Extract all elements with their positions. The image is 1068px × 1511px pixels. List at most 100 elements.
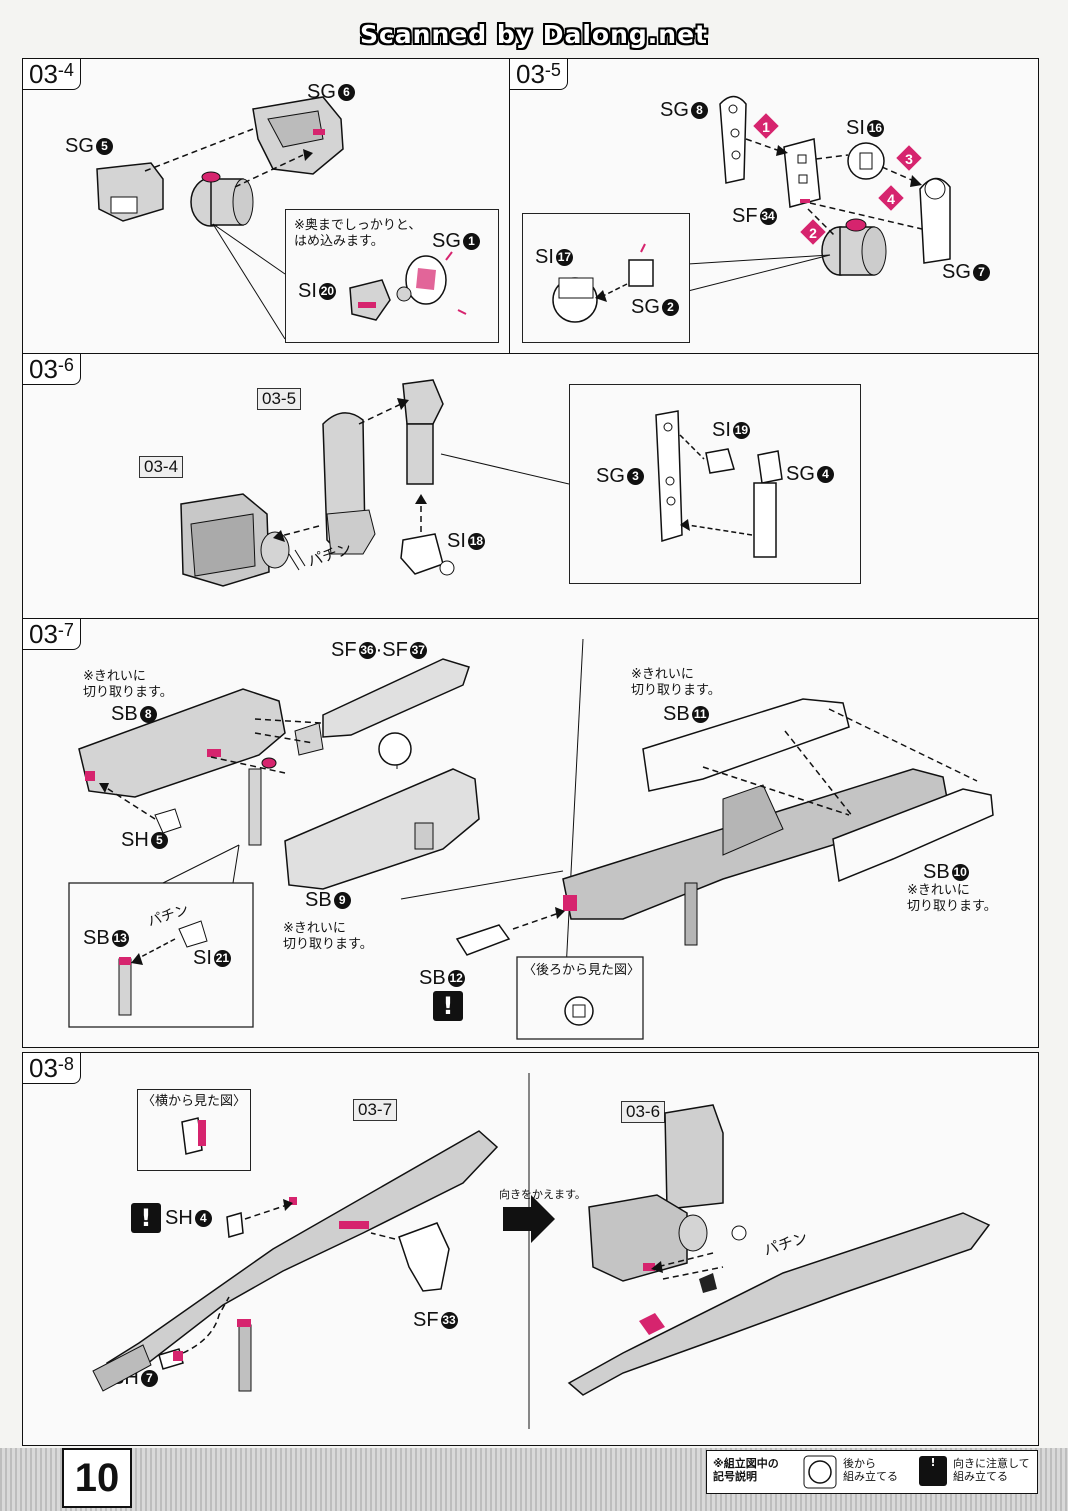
part-number: 20 bbox=[318, 283, 336, 301]
part-prefix: SI bbox=[298, 280, 317, 302]
part-number: 5 bbox=[95, 138, 113, 156]
order-number: 4 bbox=[887, 191, 895, 207]
part-prefix: SH bbox=[165, 1207, 193, 1229]
legend-back-text: 後から 組み立てる bbox=[843, 1457, 898, 1483]
part-prefix: SH bbox=[121, 829, 149, 851]
part-prefix: SB bbox=[923, 861, 950, 883]
step-label-03-6: 03-6 bbox=[23, 354, 81, 385]
legend-title: ※組立図中の 記号説明 bbox=[713, 1457, 779, 1483]
part-number: 18 bbox=[467, 533, 485, 551]
part-prefix: SG bbox=[942, 261, 971, 283]
part-number: 17 bbox=[555, 249, 573, 267]
caution-icon: ! bbox=[131, 1203, 161, 1233]
panel-step-03-5: 03-5 1 2 bbox=[509, 58, 1039, 354]
scan-credit: Scanned by Dalong.net bbox=[359, 20, 708, 49]
order-marker-3: 3 bbox=[896, 145, 922, 171]
step-sub: -7 bbox=[57, 620, 74, 640]
diagram-03-4 bbox=[96, 96, 344, 340]
part-number: 4 bbox=[194, 1210, 212, 1228]
step-label-03-7: 03-7 bbox=[23, 619, 81, 650]
part-number: 4 bbox=[816, 466, 834, 484]
step-sub: -4 bbox=[57, 60, 74, 80]
side-view-box: 〈横から見た図〉 bbox=[137, 1089, 251, 1171]
part-number: 37 bbox=[409, 642, 427, 660]
rear-view-caption: 〈後ろから見た図〉 bbox=[523, 963, 641, 978]
part-prefix: SG bbox=[596, 465, 625, 487]
part-number: 13 bbox=[111, 930, 129, 948]
part-number: 6 bbox=[337, 84, 355, 102]
part-prefix: SB bbox=[419, 967, 446, 989]
step-sub: -8 bbox=[57, 1054, 74, 1074]
part-prefix: SF bbox=[331, 639, 357, 661]
ref-step-03-6: 03-6 bbox=[621, 1101, 666, 1123]
side-view-caption: 〈横から見た図〉 bbox=[142, 1094, 247, 1109]
part-number: 2 bbox=[661, 299, 679, 317]
part-number: 11 bbox=[691, 706, 709, 724]
direction-caution-icon: ! bbox=[919, 1456, 947, 1486]
detail-diagram-03-6 bbox=[655, 410, 783, 558]
part-prefix: SI bbox=[846, 117, 865, 139]
step-main: 03 bbox=[516, 59, 545, 89]
part-number: 19 bbox=[732, 422, 750, 440]
part-prefix: SI bbox=[447, 530, 466, 552]
symbol-legend: ※組立図中の 記号説明 後から 組み立てる ! 向きに注意して 組み立てる bbox=[706, 1450, 1038, 1494]
part-prefix: SG bbox=[631, 296, 660, 318]
step-sub: -6 bbox=[57, 355, 74, 375]
part-prefix: SI bbox=[193, 947, 212, 969]
part-prefix: SF bbox=[413, 1309, 439, 1331]
caution-icon: ! bbox=[433, 991, 463, 1021]
ref-step-03-4: 03-4 bbox=[139, 456, 184, 478]
part-number: 10 bbox=[951, 864, 969, 882]
note-cut-sb9: ※きれいに 切り取ります。 bbox=[283, 921, 373, 952]
diagram-03-8 bbox=[92, 1073, 991, 1429]
part-number: 33 bbox=[440, 1312, 458, 1330]
step-label-03-8: 03-8 bbox=[23, 1053, 81, 1084]
part-prefix: SF bbox=[732, 205, 758, 227]
diagram-03-5: 1 2 3 4 bbox=[687, 95, 951, 292]
order-marker-2: 2 bbox=[800, 219, 826, 245]
step-sub: -5 bbox=[544, 60, 561, 80]
note-cut-sb11: ※きれいに 切り取ります。 bbox=[631, 667, 721, 698]
part-prefix: SB bbox=[83, 927, 110, 949]
ref-step-03-5: 03-5 bbox=[257, 388, 302, 410]
part-number: 8 bbox=[690, 102, 708, 120]
diagram-03-7 bbox=[68, 638, 994, 1040]
part-number: 1 bbox=[462, 233, 480, 251]
back-assemble-icon bbox=[803, 1455, 837, 1489]
part-prefix: SB bbox=[305, 889, 332, 911]
order-number: 1 bbox=[762, 119, 770, 135]
step-main: 03 bbox=[29, 619, 58, 649]
step-label-03-4: 03-4 bbox=[23, 59, 81, 90]
part-prefix: SG bbox=[65, 135, 94, 157]
order-number: 3 bbox=[905, 151, 913, 167]
step-main: 03 bbox=[29, 59, 58, 89]
part-prefix: SG bbox=[432, 230, 461, 252]
step-main: 03 bbox=[29, 354, 58, 384]
part-prefix: SB bbox=[663, 703, 690, 725]
step-main: 03 bbox=[29, 1053, 58, 1083]
part-prefix: SF bbox=[382, 639, 408, 661]
side-view-diagram bbox=[181, 1117, 206, 1155]
